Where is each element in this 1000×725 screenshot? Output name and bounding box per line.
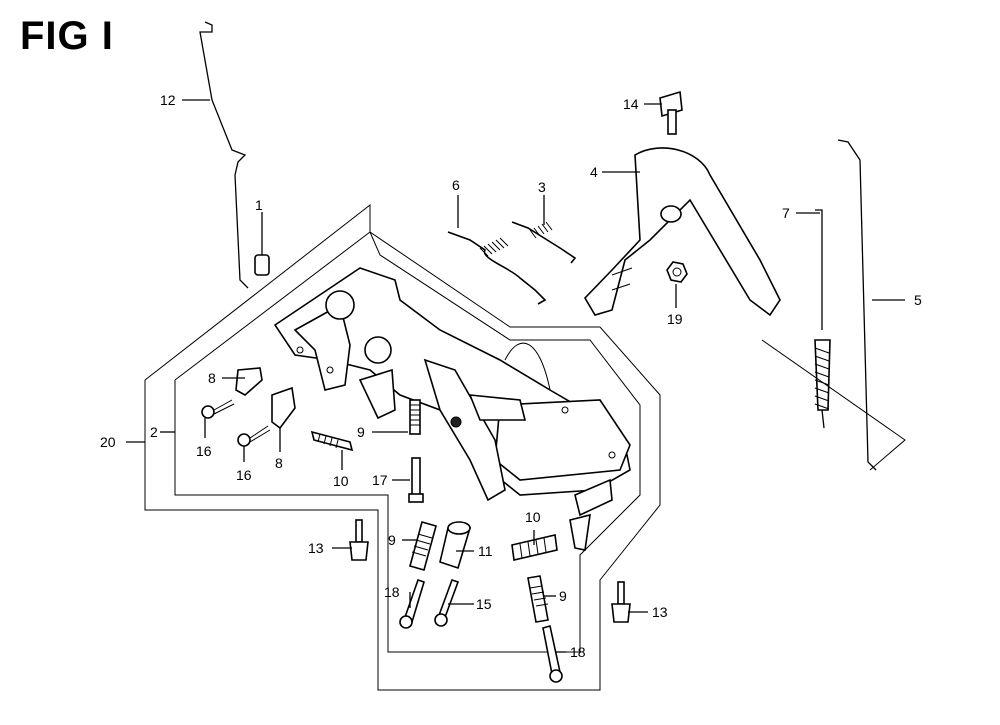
clamp-screw-lower [237,425,271,447]
lever-pivot-screw [659,90,683,135]
callout-20: 20 [100,434,116,450]
assembly-outline-inner [174,231,641,653]
callout-6: 6 [452,177,460,193]
control-base-bracket [273,267,631,551]
bolt-18-left [399,578,425,629]
callout-9-lower: 9 [559,588,567,604]
callout-4: 4 [590,164,598,180]
spring-9-middle [409,521,437,571]
callout-11: 11 [478,543,493,559]
flange-bolt-left [349,519,369,561]
governor-spring [447,231,547,305]
callout-9-middle: 9 [388,532,396,548]
bolt-17 [408,457,424,503]
callout-1: 1 [255,197,263,213]
callout-7: 7 [782,205,790,221]
callout-2: 2 [150,424,158,440]
callout-18-right: 18 [570,644,586,660]
callout-16-left: 16 [196,443,212,459]
callout-14: 14 [623,96,639,112]
callout-13-right: 13 [652,604,668,620]
flange-bolt-right [611,581,631,623]
callout-8-lower: 8 [275,455,283,471]
bolt-18-right [542,624,563,683]
control-lever [584,147,781,317]
clamp-screw-upper [201,399,235,419]
figure-title: FIG I [20,14,114,58]
callout-9-upper: 9 [357,424,365,440]
callout-10-right: 10 [525,509,541,525]
callout-8-upper: 8 [208,370,216,386]
wire-clip [254,254,270,276]
lever-nut [666,261,688,283]
throttle-return-spring [511,221,577,264]
callout-17: 17 [372,472,388,488]
choke-rod [814,209,831,429]
rod-guide-line [761,339,906,471]
callout-15: 15 [476,596,492,612]
spring-9-upper [409,399,421,435]
callout-19: 19 [667,311,683,327]
spring-9-lower [527,575,549,623]
callout-16-right: 16 [236,467,252,483]
spring-10-right [511,534,558,561]
leader-lines [126,99,905,653]
callout-3: 3 [538,179,546,195]
bolt-15 [434,578,460,627]
callout-13-left: 13 [308,540,324,556]
callout-18-left: 18 [384,584,400,600]
callout-12: 12 [160,92,176,108]
callout-5: 5 [914,292,922,308]
throttle-wire [199,21,249,289]
wire-clamp-upper [235,367,263,396]
wire-clamp-lower [271,386,296,430]
callout-10-left: 10 [333,473,349,489]
choke-long-rod [837,139,877,471]
collar-11 [439,521,472,570]
small-spring-left [310,430,354,452]
